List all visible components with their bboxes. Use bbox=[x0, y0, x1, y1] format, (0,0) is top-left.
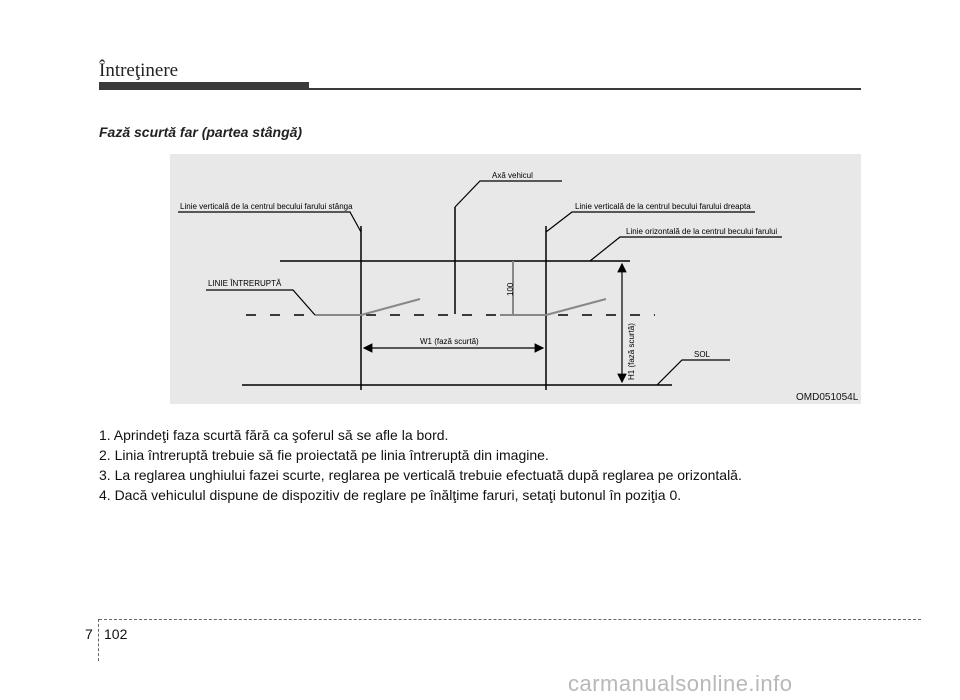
horizontal-leader bbox=[589, 236, 782, 262]
header-rule bbox=[99, 88, 861, 90]
footer-divider bbox=[98, 619, 99, 661]
headlamp-aiming-diagram: Axă vehicul Linie verticală de la centru… bbox=[170, 154, 861, 404]
section-title: Fază scurtă far (partea stângă) bbox=[99, 124, 303, 140]
page-number: 102 bbox=[104, 626, 128, 642]
dimension-100-label: 100 bbox=[506, 282, 515, 296]
figure-code: OMD051054L bbox=[796, 392, 859, 403]
ground-label: SOL bbox=[694, 350, 711, 359]
diagram-svg: Axă vehicul Linie verticală de la centru… bbox=[178, 171, 782, 390]
axis-vehicle-leader bbox=[454, 180, 562, 208]
h1-label: H1 (fază scurtă) bbox=[627, 323, 636, 380]
axis-vehicle-label: Axă vehicul bbox=[492, 171, 533, 180]
chapter-number: 7 bbox=[85, 626, 93, 642]
horizontal-label: Linie orizontală de la centrul becului f… bbox=[626, 227, 777, 236]
footer-rule bbox=[99, 619, 921, 620]
ground-leader bbox=[656, 359, 730, 386]
page-header-title: Întreţinere bbox=[99, 60, 179, 81]
w1-label: W1 (fază scurtă) bbox=[420, 337, 479, 346]
instructions-list: 1. Aprindeţi faza scurtă fără ca şoferul… bbox=[99, 425, 742, 505]
watermark-text: carmanualsonline.info bbox=[568, 671, 793, 696]
header-accent-bar bbox=[99, 82, 309, 90]
cutoff-leader bbox=[206, 289, 316, 316]
left-vertical-leader bbox=[178, 211, 362, 233]
instruction-step: 4. Dacă vehiculul dispune de dispozitiv … bbox=[99, 487, 682, 503]
left-cutoff-slope bbox=[360, 298, 421, 316]
instruction-step: 2. Linia întreruptă trebuie să fie proie… bbox=[99, 447, 549, 463]
right-vertical-label: Linie verticală de la centrul becului fa… bbox=[575, 202, 751, 211]
left-vertical-label: Linie verticală de la centrul becului fa… bbox=[180, 202, 353, 211]
instruction-step: 1. Aprindeţi faza scurtă fără ca şoferul… bbox=[99, 427, 449, 443]
right-cutoff-slope bbox=[545, 298, 607, 316]
cutoff-label: LINIE ÎNTRERUPTĂ bbox=[208, 279, 282, 288]
right-vertical-leader bbox=[545, 211, 755, 233]
instruction-step: 3. La reglarea unghiului fazei scurte, r… bbox=[99, 467, 742, 483]
